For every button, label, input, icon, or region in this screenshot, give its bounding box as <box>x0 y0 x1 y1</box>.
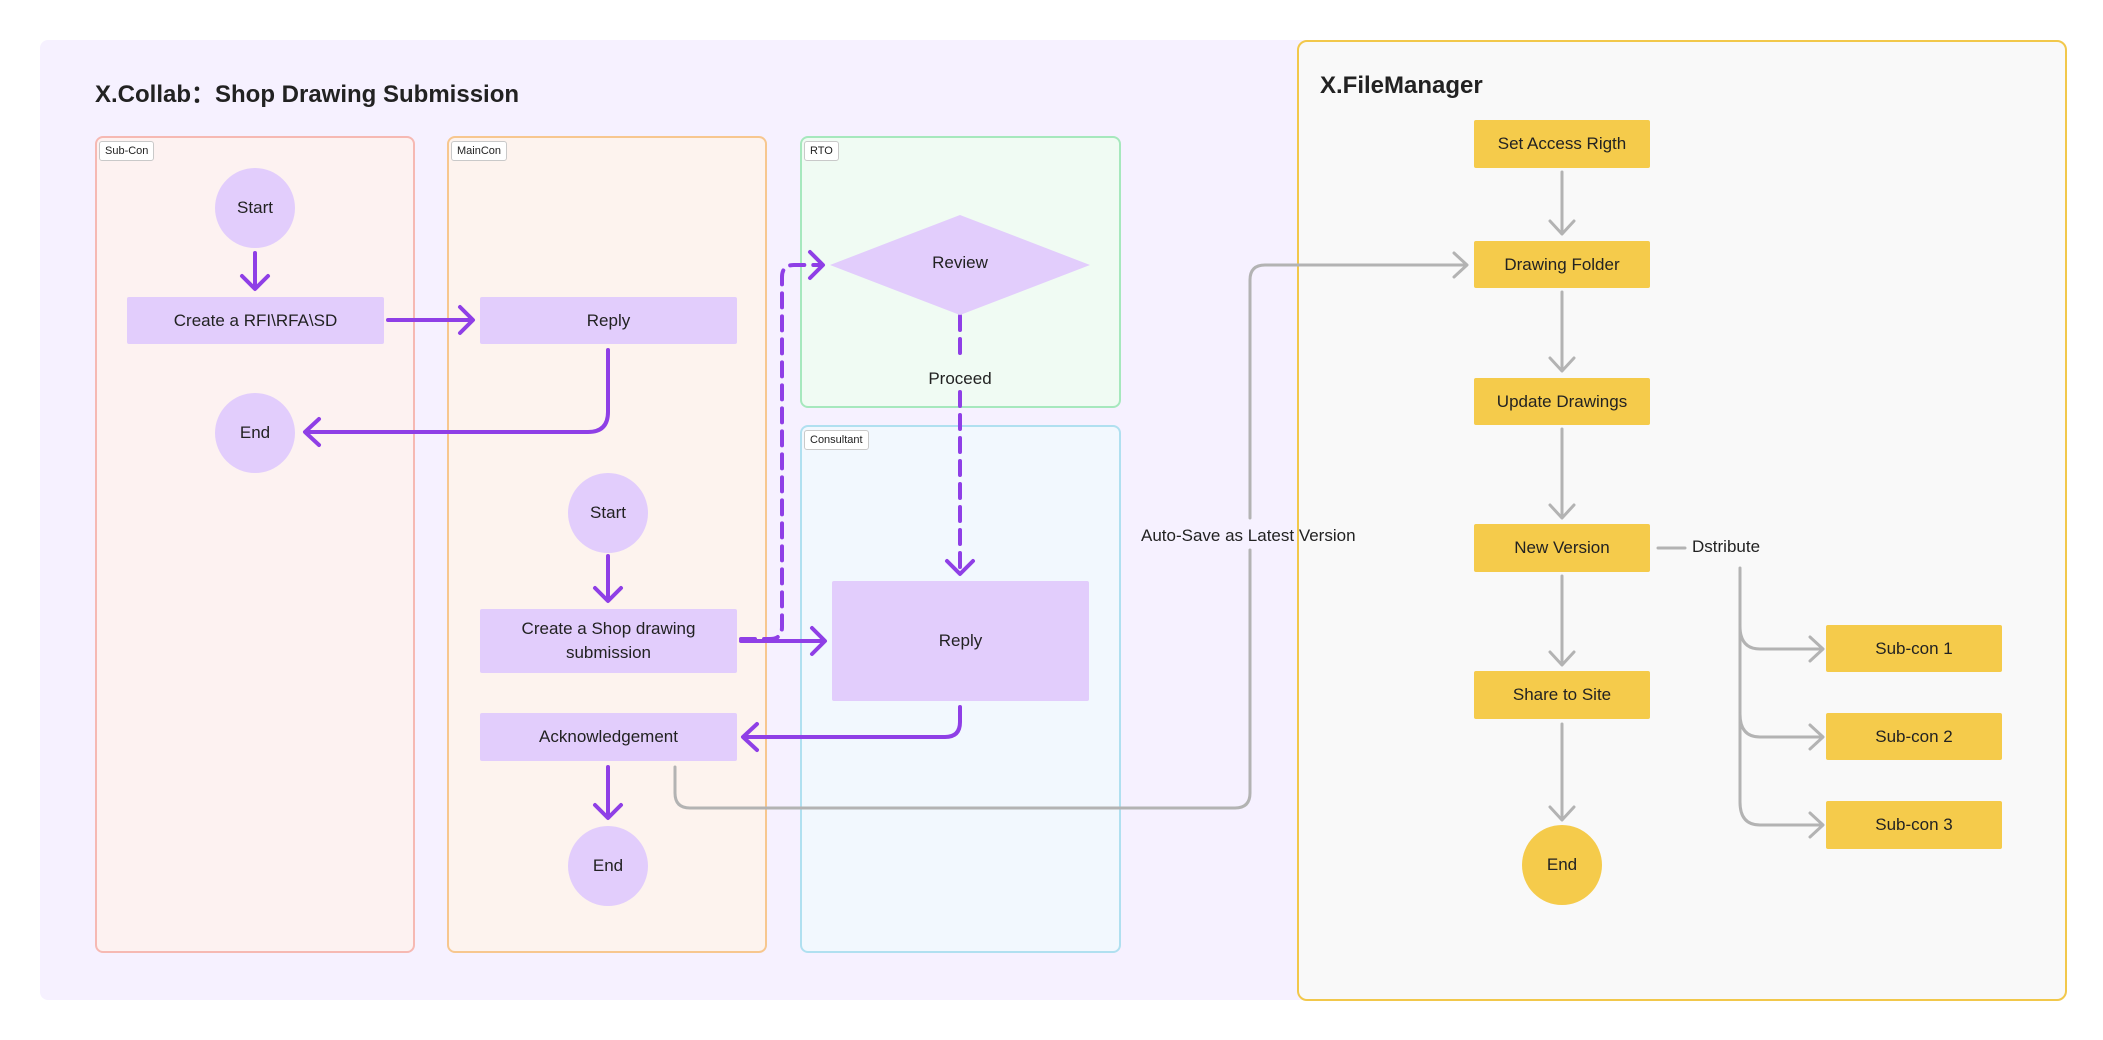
fm-version-node[interactable]: New Version <box>1474 524 1650 572</box>
fm-update-node[interactable]: Update Drawings <box>1474 378 1650 425</box>
fm-folder-node[interactable]: Drawing Folder <box>1474 241 1650 288</box>
fm-subcon-2-node[interactable]: Sub-con 2 <box>1826 713 2002 760</box>
collab-title: X.Collab：Shop Drawing Submission <box>95 81 520 108</box>
consultant-reply-node[interactable]: Reply <box>832 581 1089 701</box>
lane-subcon <box>95 136 415 953</box>
rto-proceed-label: Proceed <box>928 369 992 388</box>
review-diamond-shape <box>830 215 1090 315</box>
subcon-create-node[interactable]: Create a RFI\RFA\SD <box>127 297 384 344</box>
subcon-end-node[interactable]: End <box>215 393 295 473</box>
fm-subcon-3-node[interactable]: Sub-con 3 <box>1826 801 2002 849</box>
lane-tag-subcon: Sub-Con <box>99 141 155 161</box>
autosave-label: Auto-Save as Latest Version <box>1141 526 1356 545</box>
main-start-node[interactable]: Start <box>568 473 648 553</box>
lane-tag-rto: RTO <box>804 141 839 161</box>
fm-end-node[interactable]: End <box>1522 825 1602 905</box>
main-reply-node[interactable]: Reply <box>480 297 737 344</box>
lane-tag-consultant: Consultant <box>804 430 869 450</box>
main-create-node[interactable]: Create a Shop drawing submission <box>480 609 737 673</box>
fm-subcon-1-node[interactable]: Sub-con 1 <box>1826 625 2002 672</box>
fm-share-node[interactable]: Share to Site <box>1474 671 1650 719</box>
fm-access-node[interactable]: Set Access Rigth <box>1474 120 1650 168</box>
filemanager-panel <box>1297 40 2067 1001</box>
subcon-start-node[interactable]: Start <box>215 168 295 248</box>
rto-review-node[interactable]: Review <box>932 253 988 272</box>
main-end-node[interactable]: End <box>568 826 648 906</box>
lane-tag-maincon: MainCon <box>451 141 508 161</box>
filemanager-title: X.FileManager <box>1320 72 1483 99</box>
distribute-label: Dstribute <box>1692 537 1761 556</box>
main-ack-node[interactable]: Acknowledgement <box>480 713 737 761</box>
